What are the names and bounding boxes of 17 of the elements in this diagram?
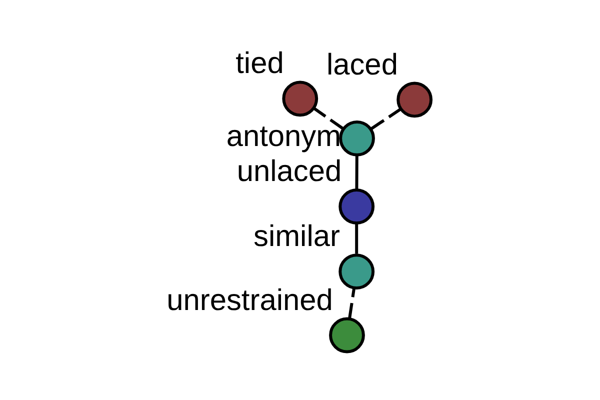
node-circle: [338, 188, 375, 224]
node-label: antonym: [226, 119, 342, 152]
node-circle: [396, 81, 433, 118]
connector: [355, 154, 358, 189]
node-label: laced: [326, 48, 398, 81]
node-label: tied: [236, 46, 284, 80]
node-label: similar: [254, 220, 340, 253]
node-circle: [339, 120, 375, 156]
connector: [348, 288, 356, 318]
node-circle: [329, 316, 365, 353]
node-circle: [338, 253, 375, 290]
node-circle: [282, 80, 318, 116]
connector: [355, 223, 358, 254]
connector: [313, 106, 344, 130]
connector: [370, 108, 402, 130]
node-label: unrestrained: [166, 283, 333, 316]
node-label: unlaced: [236, 154, 342, 188]
